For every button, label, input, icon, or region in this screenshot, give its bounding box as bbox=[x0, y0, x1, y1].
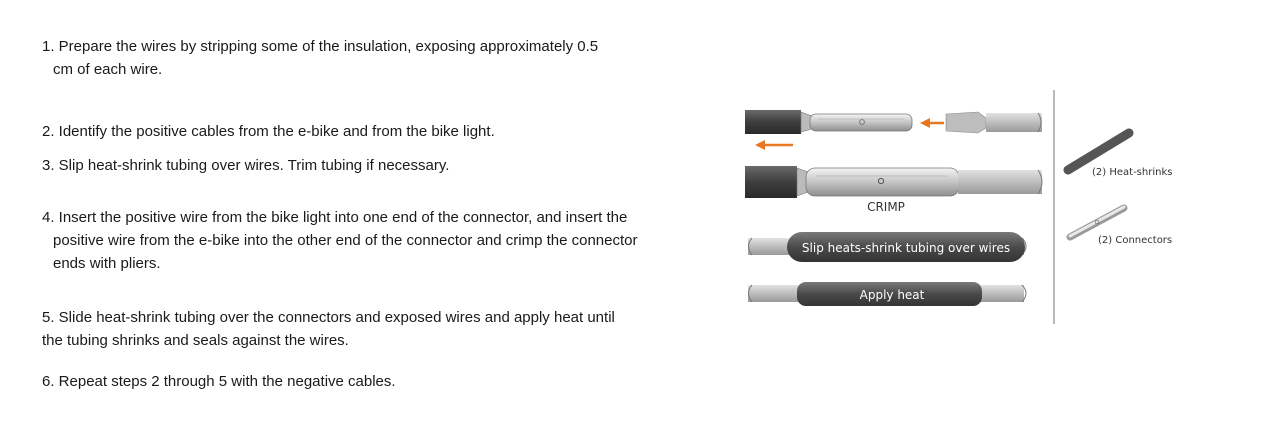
crimp-label: CRIMP bbox=[867, 200, 905, 214]
shrunk-tube bbox=[797, 282, 982, 306]
heat-shrink-tube bbox=[787, 232, 1025, 262]
step-2: 2. Identify the positive cables from the… bbox=[42, 120, 495, 143]
step-4-line-2: positive wire from the e-bike into the o… bbox=[53, 232, 638, 249]
row-slip-tubing: Slip heats-shrink tubing over wires bbox=[748, 232, 1027, 262]
row-apply-heat: Apply heat bbox=[748, 282, 1027, 306]
crimped-connector bbox=[805, 167, 960, 197]
wire-splice-diagram: CRIMP Slip heats-shrink tubing over wire… bbox=[745, 90, 1172, 324]
row-crimp: CRIMP bbox=[745, 166, 1043, 214]
bike-light-cable bbox=[958, 170, 1042, 194]
step-1-line-2: cm of each wire. bbox=[53, 61, 163, 78]
step-5: 5. Slide heat-shrink tubing over the con… bbox=[42, 306, 615, 352]
connector bbox=[809, 113, 913, 132]
ebike-cable bbox=[745, 166, 797, 198]
parts-legend: (2) Heat-shrinks (2) Connectors bbox=[1063, 128, 1172, 246]
step-3: 3. Slip heat-shrink tubing over wires. T… bbox=[42, 154, 449, 177]
connectors-label: (2) Connectors bbox=[1098, 235, 1172, 246]
step-5-line-1: 5. Slide heat-shrink tubing over the con… bbox=[42, 309, 615, 326]
heat-shrink-part-icon bbox=[1063, 128, 1134, 175]
step-2-line-1: 2. Identify the positive cables from the… bbox=[42, 123, 495, 140]
apply-heat-label: Apply heat bbox=[860, 288, 925, 302]
step-3-line-1: 3. Slip heat-shrink tubing over wires. T… bbox=[42, 157, 450, 174]
step-1: 1. Prepare the wires by stripping some o… bbox=[42, 35, 598, 81]
step-5-line-2: the tubing shrinks and seals against the… bbox=[42, 332, 349, 349]
step-6-line-1: 6. Repeat steps 2 through 5 with the neg… bbox=[42, 373, 396, 390]
step-4-line-3: ends with pliers. bbox=[53, 255, 161, 272]
step-4-line-1: 4. Insert the positive wire from the bik… bbox=[42, 209, 628, 226]
step-1-line-1: 1. Prepare the wires by stripping some o… bbox=[42, 38, 599, 55]
row-insert-wire bbox=[745, 110, 1042, 150]
step-4: 4. Insert the positive wire from the bik… bbox=[42, 206, 638, 275]
ebike-cable bbox=[745, 110, 801, 134]
bike-light-wire-strands bbox=[945, 111, 987, 134]
heat-shrinks-label: (2) Heat-shrinks bbox=[1092, 167, 1172, 178]
step-6: 6. Repeat steps 2 through 5 with the neg… bbox=[42, 370, 396, 393]
bike-light-cable bbox=[986, 113, 1042, 132]
slip-tubing-label: Slip heats-shrink tubing over wires bbox=[802, 241, 1010, 255]
